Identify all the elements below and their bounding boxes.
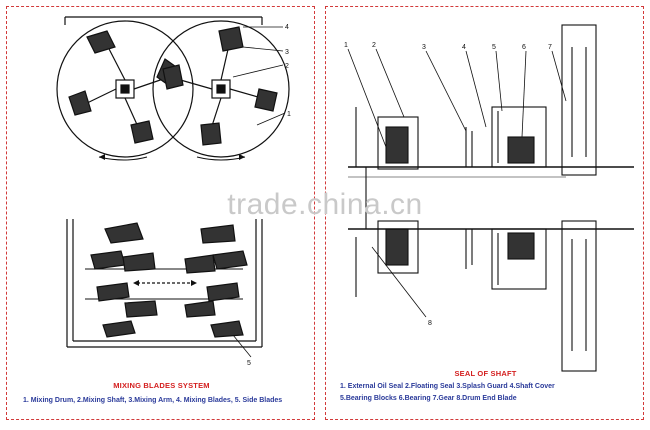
seal-callout-6: 6 (522, 44, 526, 51)
callout-2: 2 (285, 63, 289, 70)
watermark-text: trade.china.cn (227, 188, 423, 221)
seal-of-shaft-caption-line-1: 1. External Oil Seal 2.Floating Seal 3.S… (340, 383, 555, 390)
seal-of-shaft-caption-line-2: 5.Bearing Blocks 6.Bearing 7.Gear 8.Drum… (340, 395, 517, 402)
callout-5: 5 (247, 360, 251, 367)
seal-of-shaft-drawing: 1 2 3 4 5 6 7 8 (344, 24, 634, 372)
mixing-blades-caption-title: MIXING BLADES SYSTEM (113, 381, 210, 390)
mixing-drum-left (56, 20, 194, 158)
side-view-drawing (66, 219, 263, 348)
seal-of-shaft-caption-title: SEAL OF SHAFT (454, 369, 517, 378)
seal-callout-3: 3 (422, 44, 426, 51)
callout-1: 1 (287, 111, 291, 118)
mixing-blades-drawing: 4 3 2 1 5 (56, 16, 291, 367)
bearing-blocks (491, 106, 547, 290)
side-blades-right-column (184, 224, 248, 338)
seal-callout-2: 2 (372, 42, 376, 49)
mixing-blades-panel: 4 3 2 1 5 MIXING BLADES SYSTEM 1. Mixing… (6, 6, 315, 420)
housing (355, 107, 419, 297)
seal-callout-5: 5 (492, 44, 496, 51)
seal-callout-1: 1 (344, 42, 348, 49)
mixing-blades-right (162, 26, 278, 146)
mixing-blades-caption-text: 1. Mixing Drum, 2.Mixing Shaft, 3.Mixing… (23, 397, 283, 404)
seal-callout-8: 8 (428, 320, 432, 327)
shaft (348, 166, 634, 230)
seal-of-shaft-panel: 1 2 3 4 5 6 7 8 SEAL OF SHAFT 1. Externa… (325, 6, 644, 420)
gear (561, 24, 597, 372)
callout-3: 3 (285, 49, 289, 56)
side-blades-left-column (90, 222, 158, 338)
seal-callout-4: 4 (462, 44, 466, 51)
mixing-drum-right (152, 20, 290, 158)
seal-callout-7: 7 (548, 44, 552, 51)
callout-4: 4 (285, 24, 289, 31)
